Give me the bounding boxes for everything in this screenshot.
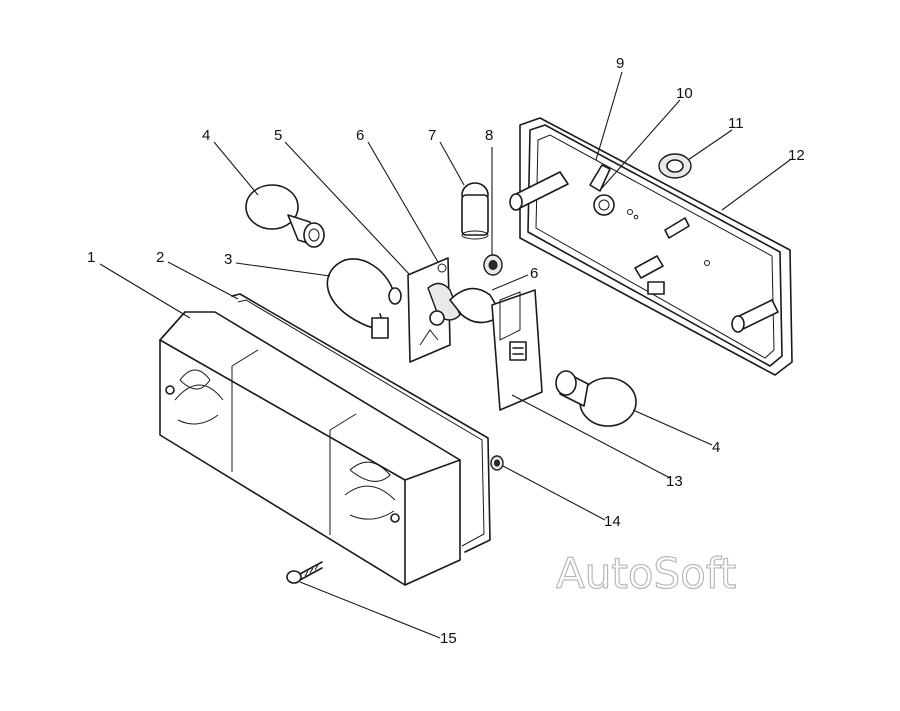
part-reflector-plate [491,289,543,411]
part-wire [326,258,402,339]
callout-2: 2 [156,249,164,266]
callout-6-side: 6 [530,265,538,282]
callout-13: 13 [666,473,683,490]
callout-14: 14 [604,513,621,530]
watermark-text: AutoSoft [556,549,736,598]
callout-1: 1 [87,249,95,266]
callout-11: 11 [728,115,744,132]
callout-10: 10 [676,85,693,102]
part-nut-small [483,254,503,276]
callout-9: 9 [616,55,624,72]
part-nut-lens [490,455,504,471]
leader-lines [99,71,791,639]
callout-5: 5 [274,127,282,144]
callout-7: 7 [428,127,436,144]
part-bulb-right [555,370,637,427]
callout-6-top: 6 [356,127,364,144]
callout-15: 15 [440,630,457,647]
part-grommet [658,153,692,179]
part-housing [509,117,793,376]
part-bulb-left [245,184,325,248]
callout-12: 12 [788,147,805,164]
callout-8: 8 [485,127,493,144]
part-small-bulb [461,182,489,240]
callout-4-right: 4 [712,439,720,456]
part-lens [159,311,461,586]
part-socket-bracket [407,257,503,363]
part-screw [286,561,323,584]
part-gasket [231,293,491,553]
callout-4-left: 4 [202,127,210,144]
callout-3: 3 [224,251,232,268]
callout-labels: 1 2 3 4 5 6 6 7 8 9 10 11 12 4 13 14 15 [87,55,805,647]
